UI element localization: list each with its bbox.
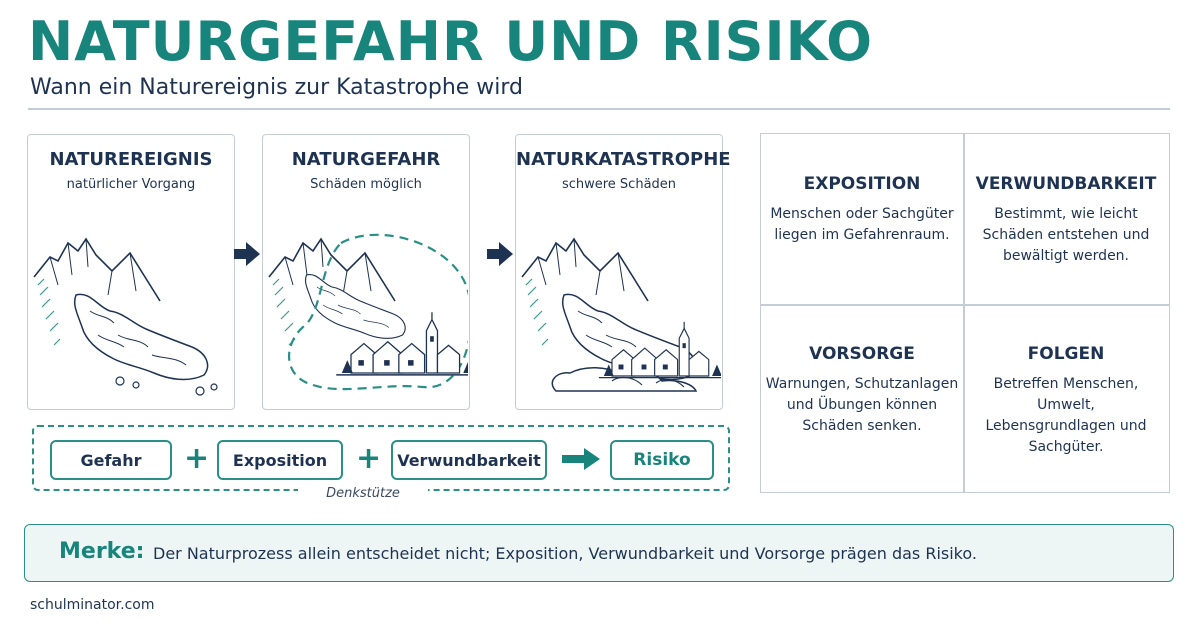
plus-sign: + [184, 441, 210, 476]
factor-verwundbarkeit: VERWUNDBARKEIT Bestimmt, wie leicht Schä… [965, 174, 1167, 267]
formula-result-risiko: Risiko [610, 440, 714, 480]
panel-subtitle: natürlicher Vorgang [66, 177, 196, 192]
factor-text: Betreffen Menschen, Umwelt, Lebensgrundl… [985, 376, 1147, 455]
factor-title: VORSORGE [809, 344, 915, 364]
panel-naturkatastrophe: NATURKATASTROPHE schwere Schäden [515, 134, 731, 410]
factor-folgen: FOLGEN Betreffen Menschen, Umwelt, Leben… [965, 344, 1167, 458]
panel-title: NATURKATASTROPHE [516, 149, 731, 170]
panel-naturereignis: NATUREREIGNIS natürlicher Vorgang [27, 134, 235, 410]
risk-formula: Gefahr + Exposition + Verwundbarkeit Ris… [32, 425, 730, 491]
arrow-right-icon [562, 448, 600, 470]
page-title: NATURGEFAHR UND RISIKO [28, 10, 873, 73]
panel-subtitle: Schäden möglich [310, 177, 422, 192]
arrow-right-icon [487, 242, 513, 266]
grid-divider [761, 304, 1169, 306]
factor-grid: EXPOSITION Menschen oder Sachgüter liege… [760, 133, 1170, 493]
factor-text: Warnungen, Schutzanlagen und Übungen kön… [765, 376, 959, 434]
factor-title: EXPOSITION [803, 174, 921, 194]
grid-divider [963, 134, 965, 492]
factor-title: VERWUNDBARKEIT [975, 174, 1157, 194]
factor-exposition: EXPOSITION Menschen oder Sachgüter liege… [761, 174, 963, 246]
header-divider [28, 108, 1170, 110]
destroyed-village-icon [521, 238, 721, 392]
formula-term-verwundbarkeit: Verwundbarkeit [391, 440, 547, 480]
panel-naturgefahr: NATURGEFAHR Schäden möglich [262, 134, 470, 410]
rockfall-village-icon [268, 233, 468, 391]
panel-title: NATUREREIGNIS [49, 149, 213, 170]
page-subtitle: Wann ein Naturereignis zur Katastrophe w… [30, 75, 524, 100]
factor-vorsorge: VORSORGE Warnungen, Schutzanlagen und Üb… [761, 344, 963, 437]
merke-label: Merke: [59, 539, 145, 564]
formula-caption: Denkstütze [298, 486, 428, 501]
merke-text: Der Naturprozess allein entscheidet nich… [153, 544, 977, 563]
panel-title: NATURGEFAHR [291, 149, 441, 170]
panel-subtitle: schwere Schäden [561, 177, 677, 192]
factor-text: Bestimmt, wie leicht Schäden entstehen u… [982, 206, 1150, 264]
source-credit: schulminator.com [30, 597, 155, 613]
factor-text: Menschen oder Sachgüter liegen im Gefahr… [770, 206, 954, 243]
rockfall-icon [33, 238, 218, 396]
merke-box: Merke: Der Naturprozess allein entscheid… [24, 524, 1174, 582]
formula-term-exposition: Exposition [217, 440, 343, 480]
formula-term-gefahr: Gefahr [50, 440, 172, 480]
factor-title: FOLGEN [1027, 344, 1105, 364]
arrow-right-icon [234, 242, 260, 266]
plus-sign: + [356, 441, 382, 476]
